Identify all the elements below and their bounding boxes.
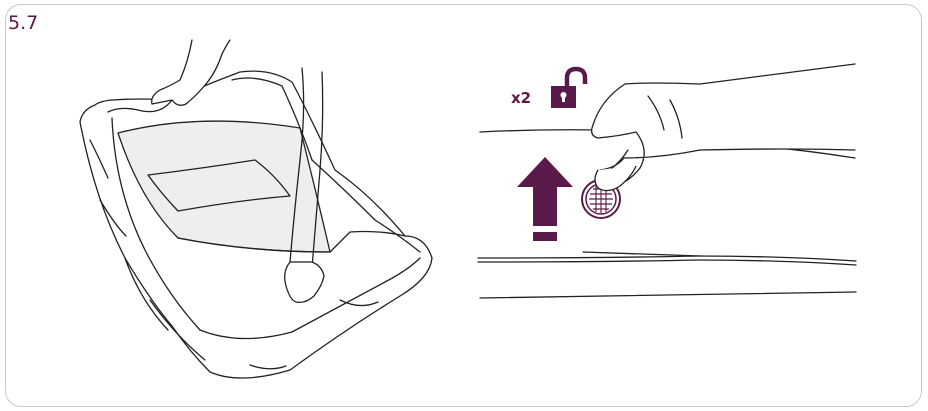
- unlock-icon: [551, 69, 585, 108]
- repeat-count-label: x2: [511, 89, 531, 107]
- right-hand: [285, 262, 324, 302]
- cushion-cover-illustration: [80, 40, 432, 378]
- left-hand: [152, 40, 230, 105]
- up-arrow-icon: [517, 157, 573, 241]
